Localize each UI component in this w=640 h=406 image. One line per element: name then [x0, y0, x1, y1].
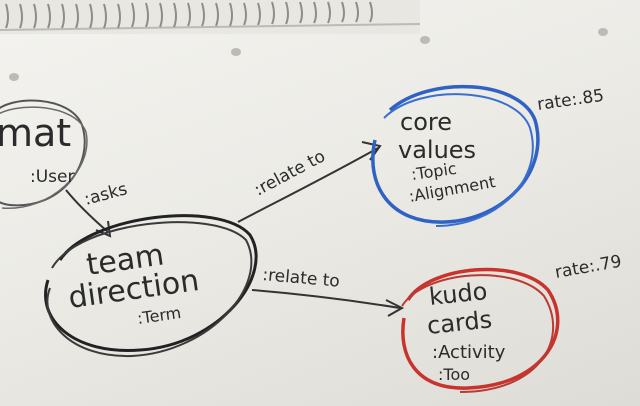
spiral-binding [0, 0, 421, 34]
user-node-type: :User [30, 167, 74, 187]
core-node-name-line2: values [398, 136, 476, 164]
core-values-node: core values :Topic :Alignment rate:.85 [371, 84, 605, 227]
edge-relate-kudo: :relate to [251, 265, 405, 317]
team-direction-node: team direction :Term [44, 214, 258, 358]
edge-relate-core: :relate to [237, 141, 382, 223]
core-node-rate: rate:.85 [536, 86, 605, 115]
user-node: mat :User [0, 99, 88, 209]
kudo-node-name-line1: kudo [428, 277, 489, 311]
team-node-type: :Term [136, 303, 182, 328]
edge-relate-kudo-label: :relate to [262, 265, 341, 292]
kudo-cards-node: kudo cards :Activity :Too rate:.79 [401, 252, 623, 393]
edge-asks: :asks [65, 179, 130, 238]
punch-holes [9, 28, 608, 81]
kudo-node-name-line2: cards [426, 305, 494, 340]
edge-relate-core-label: :relate to [251, 146, 329, 200]
kudo-node-rate: rate:.79 [553, 252, 623, 283]
edge-asks-label: :asks [82, 179, 130, 210]
kudo-node-type1: :Activity [432, 342, 506, 363]
core-node-name-line1: core [400, 108, 452, 136]
user-node-name: mat [0, 111, 71, 155]
kudo-node-type2: :Too [438, 365, 470, 384]
